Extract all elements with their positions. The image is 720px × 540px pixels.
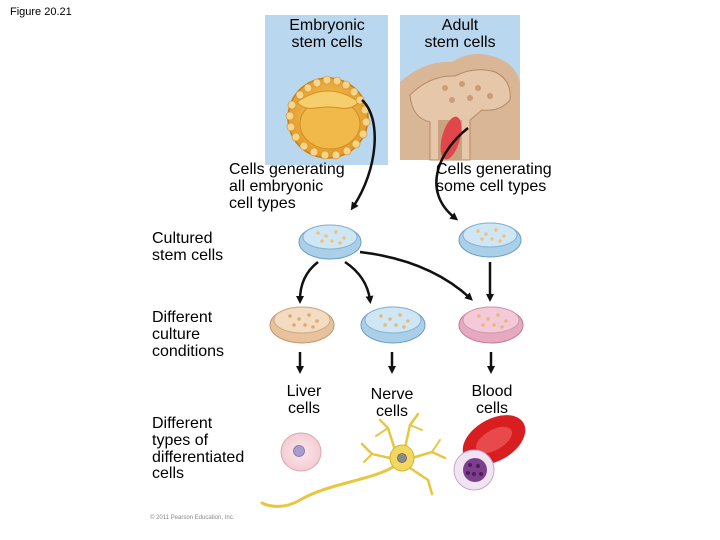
cultured-stem-cells-label: Cultured stem cells <box>152 230 224 264</box>
arrow-to-blood-dish-from-embryonic <box>359 250 473 301</box>
adult-stem-cells-label: Adult stem cells <box>424 17 496 51</box>
culture-conditions-label: Different culture conditions <box>152 309 225 360</box>
culture-dish-embryonic <box>298 224 362 260</box>
bone-icon <box>400 54 520 161</box>
differentiated-cells-label: Different types of differentiated cells <box>152 415 245 483</box>
arrow-to-nerve-dish <box>344 260 374 304</box>
arrow-adult <box>435 127 469 221</box>
blood-cells-label: Blood cells <box>471 383 513 417</box>
some-cell-types-label: Cells generating some cell types <box>436 161 552 195</box>
arrow-embryonic <box>350 99 376 211</box>
nerve-cell-icon <box>260 412 447 508</box>
figure-label: Figure 20.21 <box>10 6 72 18</box>
condition-dish-blood <box>458 306 524 344</box>
arrow-to-liver-dish <box>296 261 319 304</box>
condition-dish-nerve <box>360 306 426 344</box>
condition-dish-liver <box>269 306 335 344</box>
liver-cell-icon <box>280 432 322 472</box>
blood-cells-icon <box>453 415 526 491</box>
nerve-cells-label: Nerve cells <box>370 386 414 420</box>
blastocyst-icon <box>285 75 371 160</box>
liver-cells-label: Liver cells <box>286 383 322 417</box>
all-cell-types-label: Cells generating all embryonic cell type… <box>229 161 345 212</box>
culture-dish-adult <box>458 222 522 258</box>
copyright-notice: © 2011 Pearson Education, Inc. <box>150 515 235 521</box>
embryonic-stem-cells-label: Embryonic stem cells <box>289 17 365 51</box>
